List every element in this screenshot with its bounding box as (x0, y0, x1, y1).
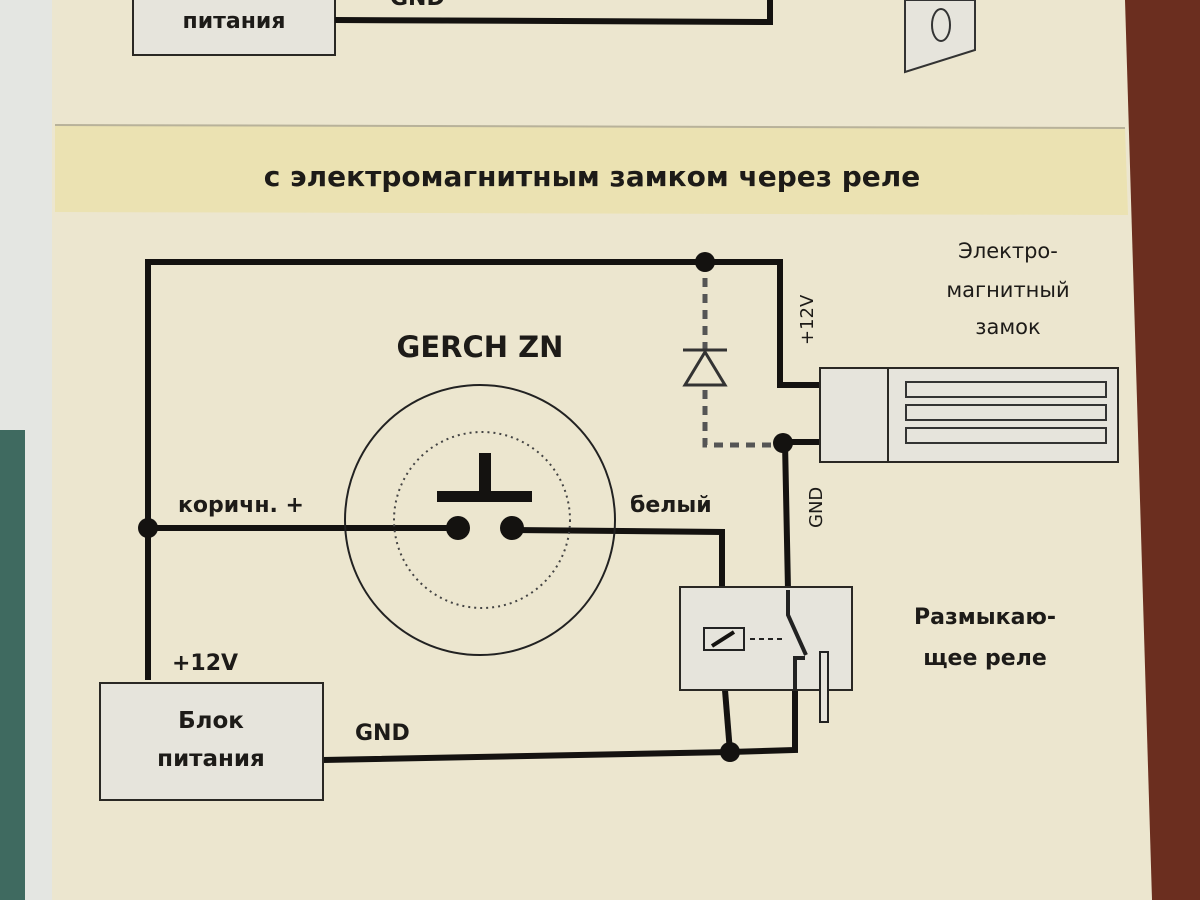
gerch-zn-button (344, 384, 616, 656)
relay-label-line1: Размыкаю- (914, 605, 1056, 630)
power-block-label-top: питания (183, 9, 286, 34)
relay-label-line2: щее реле (923, 646, 1047, 671)
wire-top (334, 0, 773, 26)
junction-dot (138, 518, 158, 538)
paper-sheet (52, 0, 1152, 900)
junction-dot (773, 433, 793, 453)
power-plus-label: +12V (172, 651, 238, 676)
junction-dot (720, 742, 740, 762)
left-page-teal-strip (0, 430, 25, 900)
diode-icon (682, 348, 728, 387)
lock-label-line2: магнитный (946, 278, 1069, 302)
band-divider (54, 124, 1126, 129)
gnd-label-top: GND (390, 0, 445, 11)
wire-gnd (322, 690, 798, 763)
lock-gnd-label: GND (806, 487, 827, 528)
wire-brown-label: коричн. + (178, 493, 304, 518)
junction-dots (138, 252, 793, 762)
lock-label-line1: Электро- (958, 239, 1058, 263)
device-name: GERCH ZN (397, 330, 564, 364)
power-supply-box (99, 682, 324, 801)
wire-white-label: белый (630, 493, 712, 518)
diode-wire-dashed (702, 262, 783, 448)
electromagnetic-lock-icon (819, 367, 1119, 463)
junction-dot (695, 252, 715, 272)
power-supply-line2: питания (157, 746, 265, 772)
section-title: с электромагнитным замком через реле (264, 160, 921, 193)
round-button-icon (931, 8, 951, 42)
power-gnd-label: GND (355, 721, 410, 746)
previous-diagram-fragment: питания GND (132, 0, 976, 74)
relay-icon (679, 586, 853, 723)
section-title-band (55, 125, 1128, 215)
power-block-box-top (132, 0, 336, 56)
lock-label-line3: замок (975, 315, 1040, 339)
wire-relay-coil-gnd (722, 689, 733, 753)
wire-white (511, 527, 725, 590)
lock-plus-label: +12V (797, 294, 818, 345)
power-supply-line1: Блок (178, 708, 244, 734)
wire-plus12v (145, 259, 822, 680)
door-fragment (904, 0, 976, 74)
